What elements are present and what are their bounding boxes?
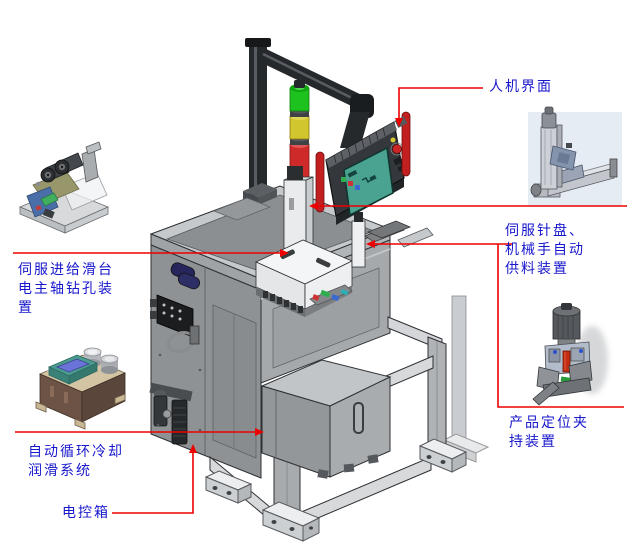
coolant-tank [260,359,392,479]
arrowhead-right-icon [280,249,289,257]
table-devices [212,166,434,317]
arrowhead-down-icon [395,118,403,127]
leveling-foot-center [261,501,321,542]
callout-spindle-drill: 伺服进给滑台 电主轴钻孔装 置 [18,261,114,318]
frame-back-leg [442,295,490,463]
cable-chain [263,291,303,313]
callout-spindle-drill-line: 伺服进给滑台 [18,262,114,278]
left-panel-widgets [149,262,202,445]
callout-control-box-line: 电控箱 [62,505,110,521]
callout-hmi: 人机界面 [489,78,553,97]
leader-servo-feeder-bracket [366,240,624,408]
callout-servo-feeder-line: 机械手自动 [505,242,585,258]
leader-spindle-drill [13,249,289,257]
arrowhead-up-icon [189,444,197,453]
callout-control-box: 电控箱 [62,504,110,523]
connector-cluster [309,284,353,306]
callout-coolant: 自动循环冷却 润滑系统 [28,443,124,481]
callout-product-clamp-line: 产品定位夹 [509,415,589,431]
door-latch-icon [170,262,201,290]
callout-coolant-line: 自动循环冷却 [28,444,124,460]
feeder-z-column [283,166,314,253]
thumb-pick-place-slide-icon [528,106,622,206]
callout-hmi-line: 人机界面 [489,79,553,95]
leader-servo-feeder-top [309,202,627,210]
machine-cabinet [149,185,392,479]
callout-product-clamp-line: 持装置 [509,434,557,450]
leveling-foot-right [418,438,468,473]
hmi-handle-left [315,151,325,213]
thumb-lubrication-tank-icon [35,347,127,430]
leader-lines [13,87,627,514]
leader-hmi [395,87,483,127]
leveling-foot-left [204,470,253,504]
tank-handle-slot [353,402,364,434]
arrowhead-right-icon [255,428,264,436]
callout-product-clamp: 产品定位夹 持装置 [509,414,589,452]
callout-servo-feeder: 伺服针盘、 机械手自动 供料装置 [505,222,585,279]
hmi-handle-right [401,111,411,177]
thumb-clamp-unit-icon [532,303,608,406]
thumb-spindle-slide-icon [18,141,110,234]
callout-spindle-drill-line: 置 [18,300,34,316]
arrowhead-left-icon [309,202,318,210]
leader-control-box [112,444,197,514]
machine-assembly [149,38,490,542]
callout-spindle-drill-line: 电主轴钻孔装 [18,281,114,297]
valve-manifold-icon [150,294,200,353]
air-filter-unit-icon [149,382,193,445]
emergency-stop-icon [392,144,402,154]
callout-servo-feeder-line: 供料装置 [505,261,569,277]
rotary-plate-device [366,220,412,239]
callout-coolant-line: 润滑系统 [28,463,92,479]
leader-coolant [15,428,264,436]
arrowhead-left-icon [366,240,375,248]
callout-servo-feeder-line: 伺服针盘、 [505,223,585,239]
